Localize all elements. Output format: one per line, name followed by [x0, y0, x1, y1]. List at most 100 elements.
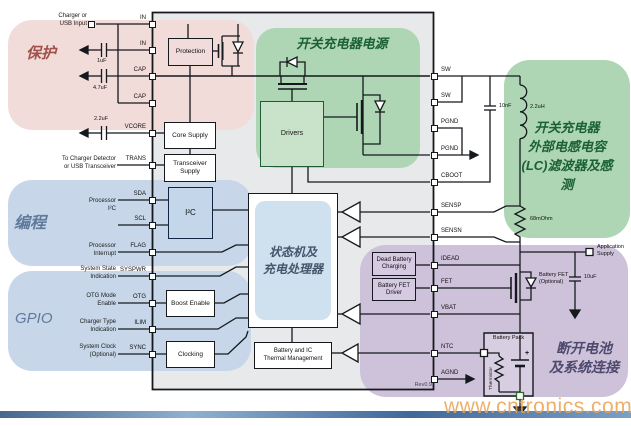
pin-syspwr: [148, 272, 156, 280]
cout-value: 10uF: [584, 274, 597, 280]
pin-pgnd1: [430, 124, 438, 132]
system-state-line1: System State: [80, 266, 116, 272]
pinlab-otg: OTG: [133, 294, 146, 300]
pin-charger-input: [88, 20, 95, 28]
processor-i2c-line2: I²C: [108, 205, 116, 212]
pin-fet: [430, 284, 438, 292]
charger-input-label: Charger or USB Input: [37, 13, 87, 28]
pin-ilim: [148, 325, 156, 333]
fet-driver-line2: Driver: [386, 289, 402, 296]
pin-sync: [148, 350, 156, 358]
pinlab-in1: IN: [140, 15, 146, 21]
processor-interrupt-line2: Interrupt: [93, 250, 116, 257]
application-supply-label: Application Supply: [597, 244, 624, 258]
dead-battery-line2: Charging: [381, 264, 407, 270]
pinlab-ntc: NTC: [441, 344, 454, 350]
pin-in1: [148, 20, 156, 28]
pinlab-scl: SCL: [134, 216, 146, 222]
pin-sw1: [430, 72, 438, 80]
pinlab-idead: IDEAD: [441, 256, 460, 262]
cin-value: 1uF: [97, 58, 107, 64]
block-clocking-label: Clocking: [178, 350, 203, 358]
rsense-value: 68mOhm: [530, 216, 553, 222]
dead-battery-line1: Dead Battery: [376, 257, 412, 263]
charger-detector-label: To Charger Detector or USB Transceiver: [50, 156, 116, 171]
fet-driver-line1: Battery FET: [377, 282, 410, 289]
transceiver-line1: Transceiver: [173, 160, 207, 167]
pin-ntc: [430, 349, 438, 357]
lowside-fet: [324, 76, 430, 155]
block-boost-enable: Boost Enable: [166, 290, 215, 317]
region-battery-disconnect-title: 断开电池 及系统连接: [538, 339, 630, 377]
battery-pack-label: Battery Pack: [492, 335, 525, 341]
block-core-supply: Core Supply: [164, 122, 216, 149]
battery-node: [437, 242, 593, 335]
pin-sensp: [430, 208, 438, 216]
revision-label: Rev0.9: [414, 382, 432, 388]
bootstrap-cap: [437, 76, 496, 182]
region-programming-title: 编程: [14, 215, 47, 232]
sw-node-wires: [437, 76, 520, 159]
battery-fet-line1: Battery FET: [539, 272, 569, 278]
region-protection-title: 保护: [26, 45, 57, 62]
lc-filter-line4: 测: [560, 177, 574, 192]
charger-detector-line2: or USB Transceiver: [63, 163, 116, 170]
block-dead-battery: Dead Battery Charging: [372, 252, 416, 276]
state-line2: 充电处理器: [262, 261, 323, 276]
transceiver-line2: Supply: [180, 168, 200, 175]
pinlab-cboot: CBOOT: [441, 173, 463, 179]
highside-fet: [278, 57, 307, 101]
pinlab-sw1: SW: [441, 67, 451, 73]
pin-vcore: [148, 129, 156, 137]
input-network: [80, 24, 150, 165]
otg-mode-line2: Enable: [97, 300, 116, 307]
comparator-triangles: [332, 202, 430, 362]
lc-filter-line1: 开关充电器: [534, 120, 600, 135]
pinlab-vbat: VBAT: [441, 305, 457, 311]
region-lc-filter-title: 开关充电器 外部电感电容 (LC)滤波器及感 测: [506, 118, 628, 194]
pin-cap1: [148, 72, 156, 80]
pin-pgnd2: [430, 151, 438, 159]
block-battery-fet-driver: Battery FET Driver: [372, 278, 416, 301]
pinlab-sync: SYNC: [129, 345, 146, 351]
pinlab-flag: FLAG: [130, 243, 146, 249]
pinlab-sw2: SW: [441, 93, 451, 99]
battery-fet: [437, 272, 536, 303]
state-machine-inner: [255, 201, 331, 320]
region-protection: [8, 20, 254, 130]
pin-vbat: [430, 310, 438, 318]
block-core-supply-label: Core Supply: [172, 131, 208, 139]
region-switch-power-title: 开关充电器电源: [296, 36, 388, 51]
pinlab-sensp: SENSP: [441, 203, 462, 209]
pin-sw2: [430, 98, 438, 106]
fet-driver-wires: [416, 265, 430, 288]
system-clock-line1: System Clock: [79, 344, 116, 350]
otg-mode-line1: OTG Mode: [86, 293, 116, 299]
pinlab-fet: FET: [441, 279, 453, 285]
lc-filter-line3: (LC)滤波器及感: [521, 158, 613, 173]
application-supply-line2: Supply: [597, 251, 614, 257]
pin-sda: [148, 196, 156, 204]
block-protection-label: Protection: [175, 48, 206, 55]
pinlab-pgnd2: PGND: [441, 146, 459, 152]
application-supply-line1: Application: [597, 244, 624, 250]
battery-disconnect-line1: 断开电池: [556, 340, 612, 356]
pinlab-sensn: SENSN: [441, 228, 462, 234]
charger-type-line2: Indication: [90, 326, 116, 333]
pin-agnd: [430, 375, 438, 383]
charger-input-line1: Charger or: [58, 13, 87, 19]
driver-wires: [292, 167, 430, 193]
charger-detector-line1: To Charger Detector: [61, 156, 116, 162]
pin-sensn: [430, 233, 438, 241]
pin-cboot: [430, 178, 438, 186]
pin-trans: [148, 161, 156, 169]
charger-type-line1: Charger Type: [79, 319, 116, 325]
pinlab-syspwr: SYSPWR: [119, 267, 146, 273]
watermark: www.cntronics.com: [444, 395, 631, 418]
supply-wires: [155, 24, 190, 165]
block-i2c: I²C: [168, 187, 213, 239]
block-state-machine: 状态机及 充电处理器: [248, 193, 338, 328]
pin-cap2: [148, 99, 156, 107]
battery-plus-sign: +: [525, 350, 530, 357]
